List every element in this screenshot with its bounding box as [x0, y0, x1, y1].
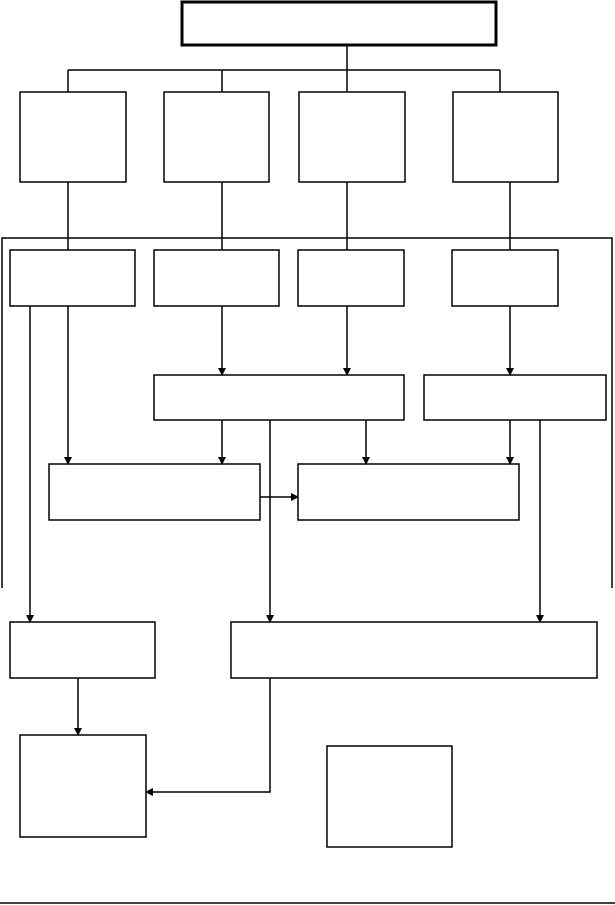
top-box: [180, 0, 498, 47]
level1-box-a: [19, 91, 127, 183]
level2-box-c: [297, 249, 405, 307]
arrow-l5right-bottomleft: [145, 678, 271, 796]
level5-box-left: [9, 621, 156, 679]
level1-box-d: [452, 91, 559, 183]
level1-box-b: [163, 91, 270, 183]
level1-box-c: [298, 91, 406, 183]
level2-box-d: [451, 249, 559, 307]
bottom-left-box: [19, 734, 147, 838]
outer-bracket-line: [1, 237, 613, 588]
level5-box-right: [230, 621, 598, 679]
level3-box-right: [423, 374, 607, 421]
level3-box-left: [153, 374, 405, 421]
level2-box-b: [153, 249, 280, 307]
level4-box-left: [48, 463, 261, 521]
level4-box-right: [297, 463, 520, 521]
level2-box-a: [9, 249, 136, 307]
standalone-box: [326, 745, 453, 848]
